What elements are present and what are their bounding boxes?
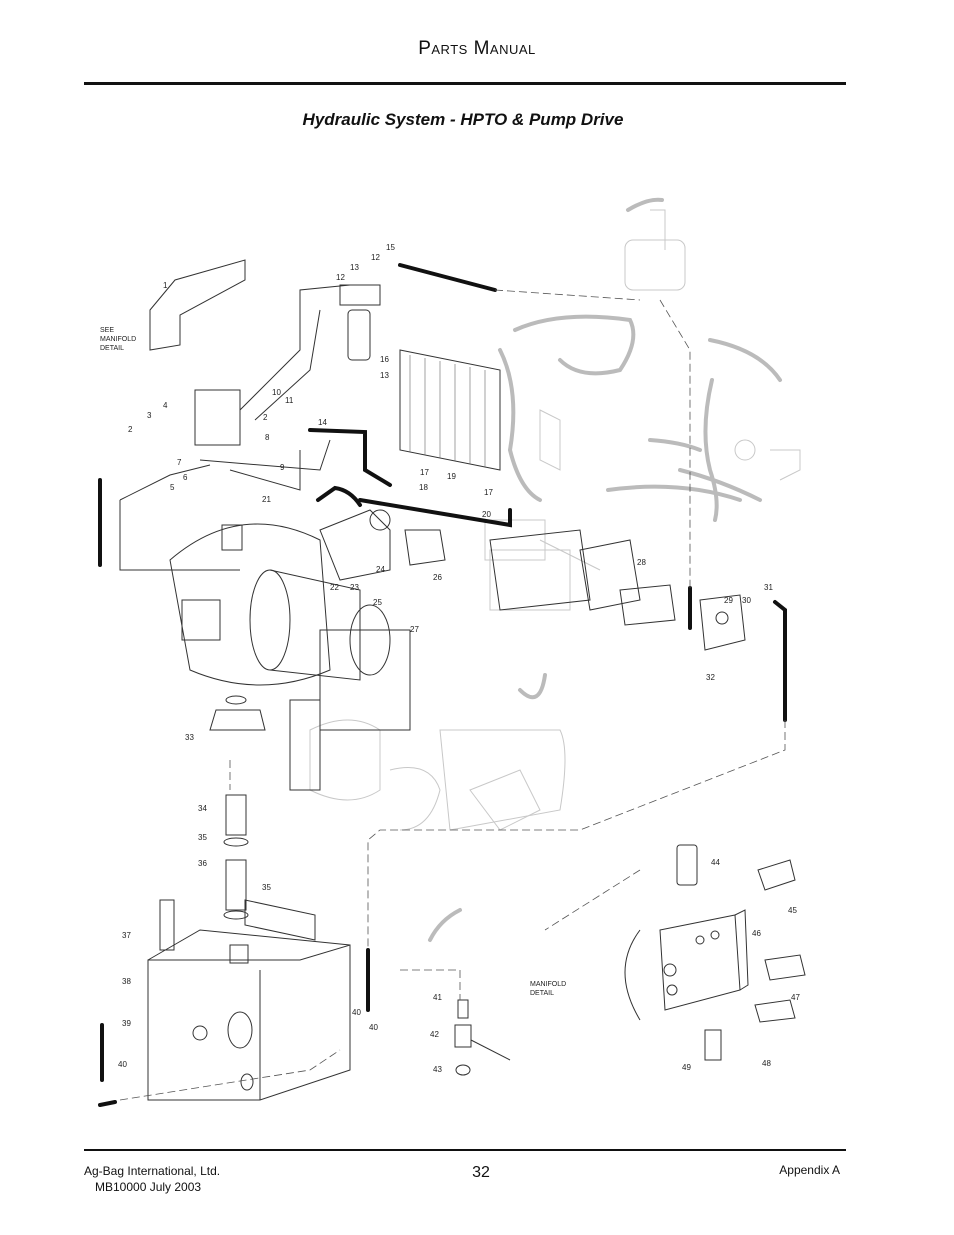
- callout-43: 43: [433, 1065, 442, 1074]
- callout-12: 12: [336, 273, 345, 282]
- manifold-detail-note-line1: MANIFOLD: [530, 981, 566, 988]
- see-manifold-note-line1: SEE: [100, 327, 114, 334]
- callout-46: 46: [752, 929, 761, 938]
- callout-21: 21: [262, 495, 271, 504]
- page-header-title: Parts Manual: [418, 38, 536, 59]
- footer-left: Ag-Bag International, Ltd. MB10000 July …: [84, 1163, 220, 1195]
- callout-1: 1: [163, 281, 168, 290]
- callout-16: 16: [380, 355, 389, 364]
- footer-company: Ag-Bag International, Ltd.: [84, 1164, 221, 1178]
- callout-30: 30: [742, 596, 751, 605]
- callout-33: 33: [185, 733, 194, 742]
- callout-2b: 2: [263, 413, 268, 422]
- page-subtitle: Hydraulic System - HPTO & Pump Drive: [302, 110, 624, 129]
- footer-section: Appendix A: [779, 1163, 840, 1177]
- callout-40b: 40: [369, 1023, 378, 1032]
- callout-34: 34: [198, 804, 207, 813]
- callout-49: 49: [682, 1063, 691, 1072]
- callout-28: 28: [637, 558, 646, 567]
- callout-5: 5: [170, 483, 175, 492]
- callout-31: 31: [764, 583, 773, 592]
- callout-32: 32: [706, 673, 715, 682]
- callout-2: 2: [128, 425, 133, 434]
- callout-9: 9: [280, 463, 285, 472]
- callout-20: 20: [482, 510, 491, 519]
- callout-29: 29: [724, 596, 733, 605]
- header-rule: [84, 82, 846, 85]
- callout-13: 13: [350, 263, 359, 272]
- callout-6: 6: [183, 473, 188, 482]
- page-number: 32: [472, 1164, 490, 1181]
- callout-48: 48: [762, 1059, 771, 1068]
- callout-22: 22: [330, 583, 339, 592]
- callout-26: 26: [433, 573, 442, 582]
- callout-25: 25: [373, 598, 382, 607]
- callout-36: 36: [198, 859, 207, 868]
- see-manifold-note-line3: DETAIL: [100, 345, 124, 352]
- footer-rule: [84, 1149, 846, 1151]
- callout-45: 45: [788, 906, 797, 915]
- callout-35: 35: [198, 833, 207, 842]
- callout-27: 27: [410, 625, 419, 634]
- callout-11: 11: [285, 396, 294, 405]
- footer-doc-id: MB10000 July 2003: [95, 1180, 202, 1194]
- callout-18: 18: [419, 483, 428, 492]
- callout-7: 7: [177, 458, 182, 467]
- callout-37: 37: [122, 931, 131, 940]
- callout-41: 41: [433, 993, 442, 1002]
- callout-4: 4: [163, 401, 168, 410]
- callout-12b: 12: [371, 253, 380, 262]
- callout-38: 38: [122, 977, 131, 986]
- callout-14: 14: [318, 418, 327, 427]
- callout-40c: 40: [352, 1008, 361, 1017]
- callout-44: 44: [711, 858, 720, 867]
- callout-8: 8: [265, 433, 270, 442]
- callout-47: 47: [791, 993, 800, 1002]
- callout-3: 3: [147, 411, 152, 420]
- exploded-parts-diagram: 1 2 2 3 4 5 6 7 8 9 10 11 12 12 13 13 14…: [98, 197, 806, 1107]
- callout-23: 23: [350, 583, 359, 592]
- callout-15: 15: [386, 243, 395, 252]
- callout-19: 19: [447, 472, 456, 481]
- callout-17: 17: [420, 468, 429, 477]
- manifold-detail-note-line2: DETAIL: [530, 990, 554, 997]
- callout-13b: 13: [380, 371, 389, 380]
- callout-17b: 17: [484, 488, 493, 497]
- callout-24: 24: [376, 565, 385, 574]
- callout-39: 39: [122, 1019, 131, 1028]
- callout-10: 10: [272, 388, 281, 397]
- see-manifold-note-line2: MANIFOLD: [100, 336, 136, 343]
- callout-42: 42: [430, 1030, 439, 1039]
- callout-40: 40: [118, 1060, 127, 1069]
- callout-35b: 35: [262, 883, 271, 892]
